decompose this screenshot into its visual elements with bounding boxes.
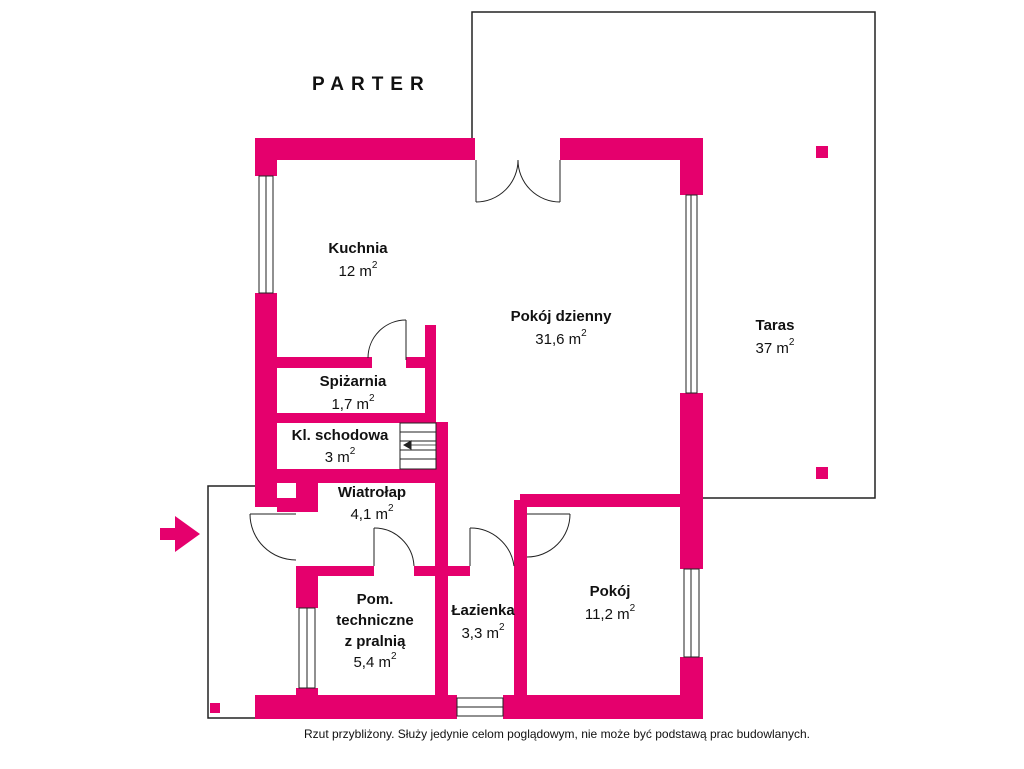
room-name-line: Pom.: [357, 591, 394, 608]
room-name: Kl. schodowa: [292, 427, 389, 444]
room-name: Taras: [756, 317, 795, 334]
room-pokoj: Pokój 11,2 m2: [585, 583, 636, 623]
terrace-post: [816, 146, 828, 158]
porch-outline: [207, 485, 258, 719]
room-name: Wiatrołap: [338, 484, 406, 501]
walls: [255, 138, 703, 719]
room-name: Pokój: [590, 583, 631, 600]
room-lazienka: Łazienka 3,3 m2: [451, 602, 515, 642]
door-room: [526, 513, 571, 558]
disclaimer-note: Rzut przybliżony. Służy jedynie celom po…: [304, 727, 810, 741]
room-area: 5,4 m2: [353, 651, 397, 671]
stairs: [399, 422, 437, 470]
room-taras: Taras 37 m2: [756, 317, 795, 357]
room-name: Pokój dzienny: [511, 308, 613, 325]
room-name: Kuchnia: [328, 240, 388, 257]
room-name-line: techniczne: [336, 612, 414, 629]
room-pom-techniczne: Pom. techniczne z pralnią 5,4 m2: [336, 591, 414, 671]
room-name: Spiżarnia: [320, 373, 387, 390]
door-bathroom: [469, 527, 515, 567]
terrace-post: [816, 467, 828, 479]
room-spizarnia: Spiżarnia 1,7 m2: [320, 373, 387, 413]
door-technical: [373, 527, 415, 567]
room-area: 37 m2: [756, 337, 795, 357]
room-area: 4,1 m2: [350, 503, 394, 523]
room-wiatrolap: Wiatrołap 4,1 m2: [338, 484, 406, 523]
room-area: 3 m2: [325, 446, 356, 466]
door-pantry: [367, 319, 407, 360]
porch-post: [210, 703, 220, 713]
terrace-outline: [471, 11, 876, 499]
room-area: 1,7 m2: [331, 393, 375, 413]
room-area: 12 m2: [339, 260, 378, 280]
entrance-arrow-icon: [160, 516, 200, 552]
door-entrance: [249, 513, 297, 561]
doors: [249, 159, 571, 567]
room-klatka-schodowa: Kl. schodowa 3 m2: [292, 427, 389, 466]
room-name: Łazienka: [451, 602, 515, 619]
windows: [258, 175, 700, 717]
floor-title: PARTER: [312, 74, 431, 95]
door-terrace: [475, 159, 561, 203]
room-name-line: z pralnią: [345, 633, 407, 650]
room-area: 3,3 m2: [461, 622, 505, 642]
room-area: 11,2 m2: [585, 603, 636, 623]
room-kuchnia: Kuchnia 12 m2: [328, 240, 388, 280]
room-area: 31,6 m2: [535, 328, 587, 348]
room-pokoj-dzienny: Pokój dzienny 31,6 m2: [511, 308, 613, 348]
